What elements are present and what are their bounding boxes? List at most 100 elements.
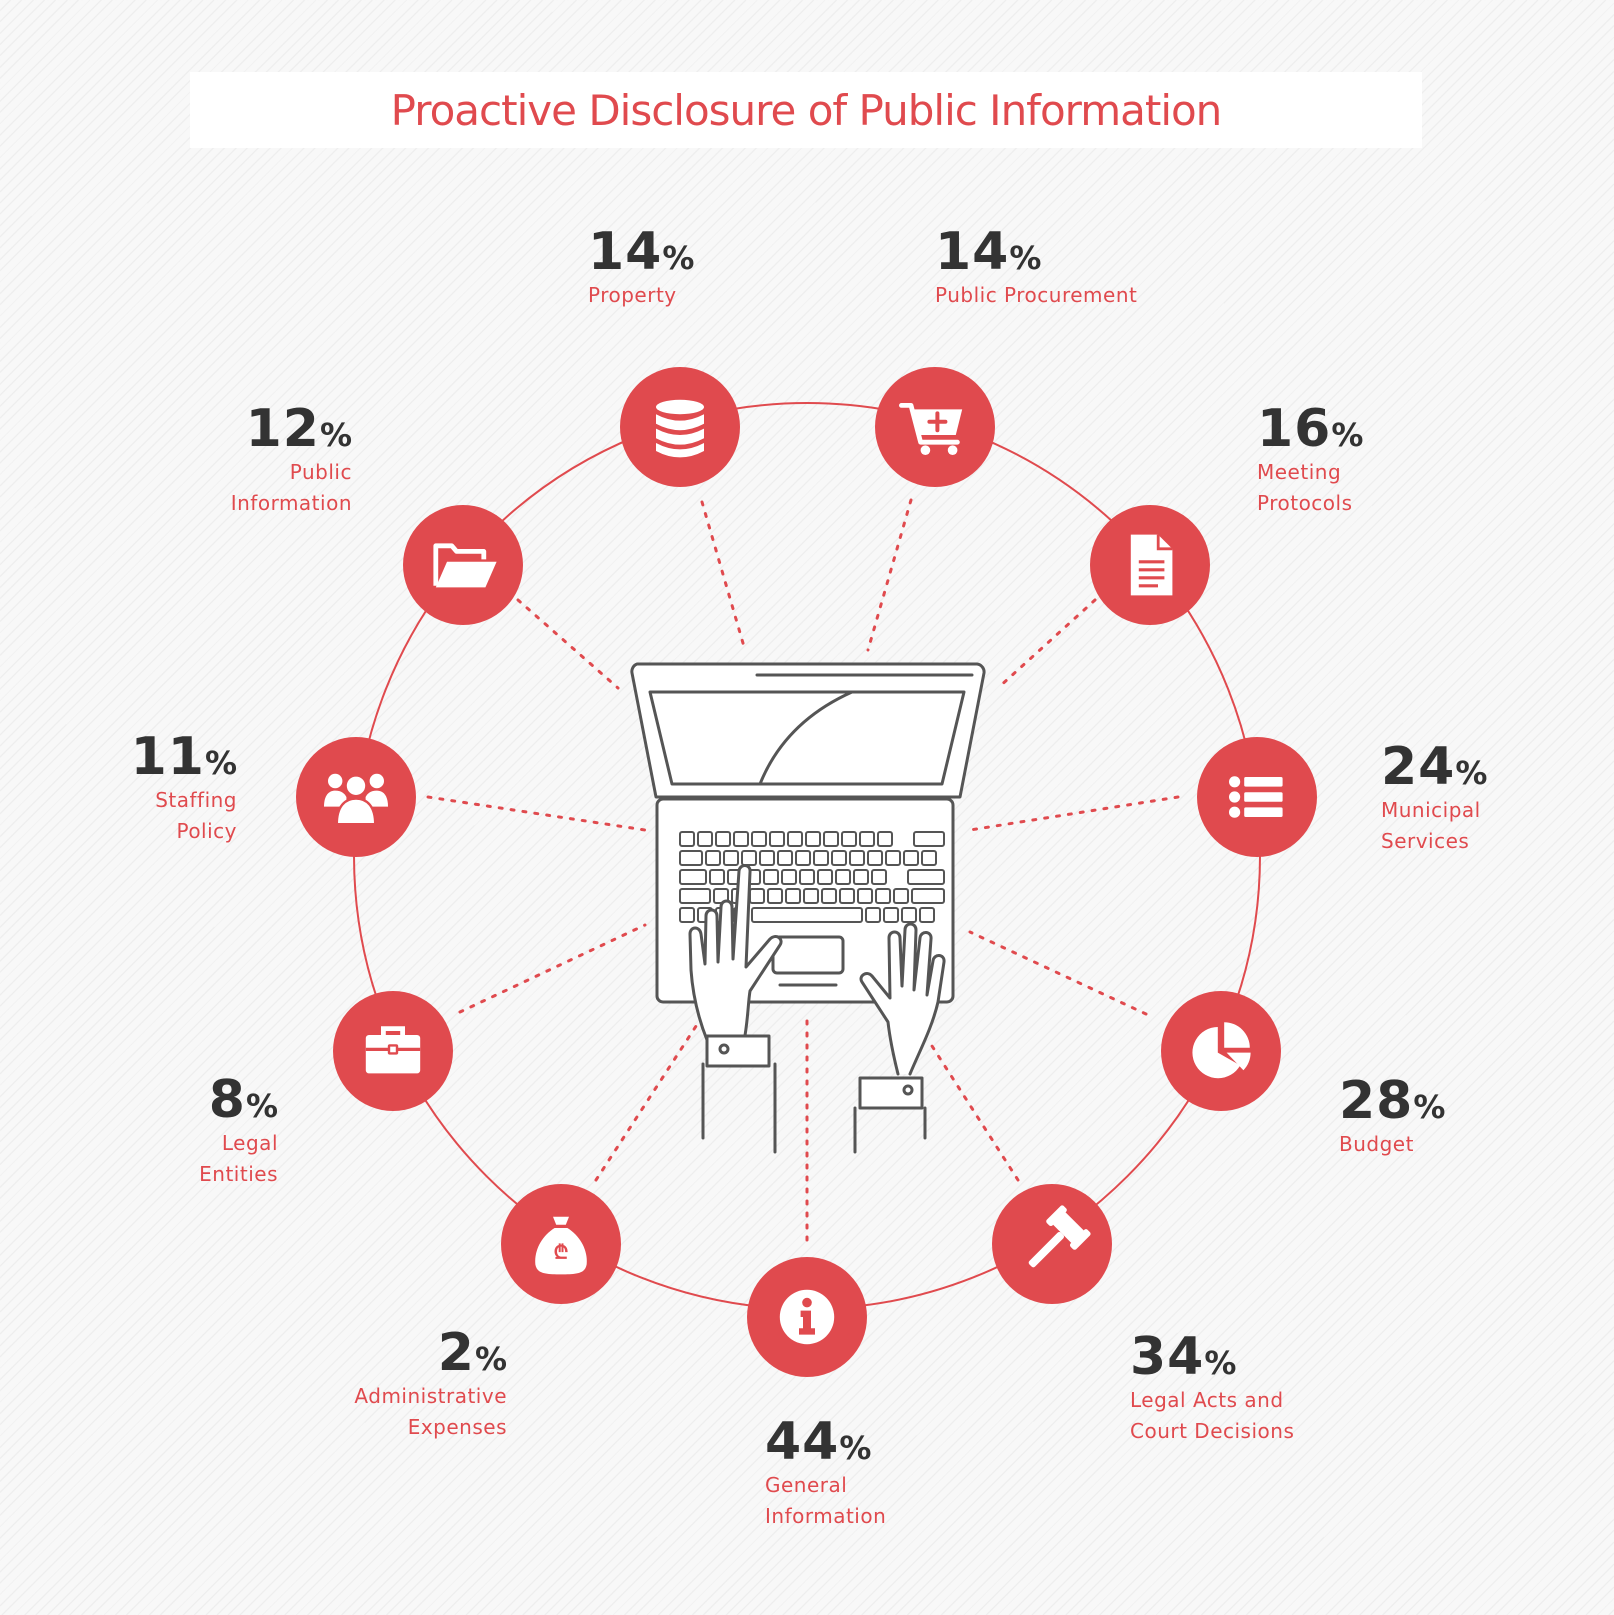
title-banner: Proactive Disclosure of Public Informati… xyxy=(190,72,1422,148)
stat-percentage: 11% xyxy=(0,731,237,783)
stat-label: Property xyxy=(588,283,677,307)
keyboard-key xyxy=(835,869,851,885)
spoke-property xyxy=(700,500,747,652)
spoke-public-information xyxy=(516,598,620,690)
stat-label: Public xyxy=(289,460,352,484)
keyboard-key xyxy=(871,869,887,885)
spoke-meeting-protocols xyxy=(996,598,1097,690)
keyboard-key xyxy=(799,869,815,885)
keyboard-key xyxy=(679,907,695,923)
keyboard-key xyxy=(715,831,731,847)
stat-percentage: 24% xyxy=(1381,741,1614,793)
keyboard-key xyxy=(679,888,711,904)
stat-label: Expenses xyxy=(407,1415,507,1439)
keyboard-key xyxy=(921,850,937,866)
node-meeting-protocols xyxy=(1090,505,1210,625)
stat-percentage: 34% xyxy=(1130,1331,1460,1383)
keyboard-key xyxy=(841,831,857,847)
percent-sign: % xyxy=(204,744,237,782)
node-municipal-services xyxy=(1197,737,1317,857)
stat-percentage: 14% xyxy=(588,226,918,278)
keyboard-key xyxy=(883,907,899,923)
node-staffing-policy xyxy=(296,737,416,857)
node-public-information xyxy=(403,505,523,625)
spoke-municipal-services xyxy=(968,795,1180,832)
spoke-public-procurement xyxy=(866,498,913,652)
stat-label: Court Decisions xyxy=(1130,1419,1295,1443)
keyboard-key xyxy=(875,888,891,904)
stat-percentage: 14% xyxy=(935,226,1265,278)
keyboard-key xyxy=(705,850,721,866)
keyboard-key xyxy=(679,850,703,866)
keyboard-key xyxy=(901,907,917,923)
keyboard-key xyxy=(867,850,883,866)
stat-label: Protocols xyxy=(1257,491,1353,515)
stat-value: 16 xyxy=(1257,399,1332,459)
spoke-legal-entities xyxy=(458,923,647,1014)
keyboard-key xyxy=(781,869,797,885)
spoke-budget xyxy=(968,930,1148,1016)
node-property xyxy=(620,367,740,487)
keyboard-key xyxy=(751,831,767,847)
stat-label: Services xyxy=(1381,829,1470,853)
keyboard-key xyxy=(763,869,779,885)
percent-sign: % xyxy=(1204,1344,1237,1382)
percent-sign: % xyxy=(474,1340,507,1378)
keyboard-key xyxy=(723,850,739,866)
stat-value: 14 xyxy=(935,222,1010,282)
spoke-administrative-expenses xyxy=(594,1018,702,1182)
keyboard-key xyxy=(679,869,707,885)
percent-sign: % xyxy=(662,239,695,277)
node-legal-entities xyxy=(333,991,453,1111)
stat-value: 12 xyxy=(245,399,320,459)
percent-sign: % xyxy=(245,1087,278,1125)
stat-percentage: 44% xyxy=(765,1416,1095,1468)
stat-label: Staffing xyxy=(155,788,237,812)
keyboard-key xyxy=(795,850,811,866)
keyboard-key xyxy=(785,888,801,904)
keyboard-key xyxy=(787,831,803,847)
stat-value: 24 xyxy=(1381,737,1456,797)
percent-sign: % xyxy=(1455,754,1488,792)
keyboard-key xyxy=(805,831,821,847)
stat-value: 28 xyxy=(1339,1071,1414,1131)
percent-sign: % xyxy=(839,1429,872,1467)
keyboard-key xyxy=(777,850,793,866)
stat-label: Legal xyxy=(221,1131,278,1155)
keyboard-key xyxy=(893,888,909,904)
keyboard-key xyxy=(769,831,785,847)
stat-percentage: 2% xyxy=(177,1327,507,1379)
keyboard-key xyxy=(907,869,945,885)
percent-sign: % xyxy=(1413,1088,1446,1126)
stat-property: 14% Property xyxy=(588,226,918,311)
stat-label: Legal Acts and xyxy=(1130,1388,1284,1412)
stat-label: Administrative xyxy=(354,1384,507,1408)
dotted-spokes xyxy=(426,498,1180,1242)
keyboard-key xyxy=(697,831,713,847)
keyboard-key xyxy=(817,869,833,885)
keyboard-key xyxy=(803,888,819,904)
node-general-information xyxy=(747,1257,867,1377)
stat-value: 14 xyxy=(588,222,663,282)
keyboard-key xyxy=(759,850,775,866)
keyboard-key xyxy=(821,888,837,904)
list-icon xyxy=(1229,776,1283,818)
node-budget xyxy=(1161,991,1281,1111)
stat-label: Meeting xyxy=(1257,460,1342,484)
keyboard-key xyxy=(913,831,945,847)
keyboard-key xyxy=(831,850,847,866)
node-administrative-expenses xyxy=(501,1184,621,1304)
stat-label: Information xyxy=(230,491,352,515)
keyboard-key xyxy=(741,850,757,866)
laptop-typing-hands-icon xyxy=(630,662,986,1154)
stat-percentage: 12% xyxy=(22,403,352,455)
document-icon xyxy=(1129,532,1175,598)
keyboard-key xyxy=(823,831,839,847)
stat-value: 34 xyxy=(1130,1327,1205,1387)
keyboard-key xyxy=(911,888,945,904)
keyboard-key xyxy=(859,831,875,847)
